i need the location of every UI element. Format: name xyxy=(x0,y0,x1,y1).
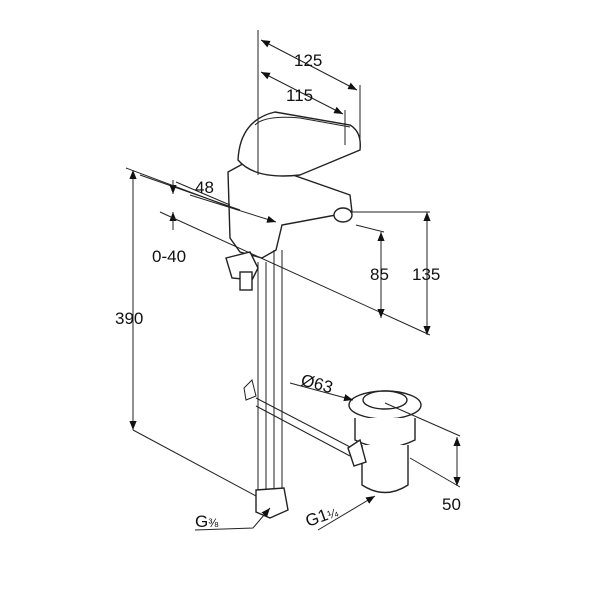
dim-85-label: 85 xyxy=(370,265,389,284)
dim-390-label: 390 xyxy=(115,309,143,328)
faucet-body xyxy=(225,111,361,291)
dim-50-label: 50 xyxy=(442,495,461,514)
supply-thread-fraction: ⅜ xyxy=(208,516,219,530)
dim-115-label: 115 xyxy=(286,86,313,105)
dim-48-label: 48 xyxy=(195,178,214,197)
pop-up-waste xyxy=(347,390,422,494)
supply-thread-label: G⅜ xyxy=(195,512,219,531)
dimension-lines xyxy=(125,30,461,531)
supply-thread-main: G xyxy=(195,512,208,531)
dim-diameter-63-label: Ø63 xyxy=(299,371,335,398)
waste-thread-label: G1¼ xyxy=(303,501,341,530)
dim-125-label: 125 xyxy=(294,51,322,70)
dim-135-label: 135 xyxy=(412,265,440,284)
pop-up-rod xyxy=(255,397,353,457)
dim-0-40-label: 0-40 xyxy=(152,247,186,266)
